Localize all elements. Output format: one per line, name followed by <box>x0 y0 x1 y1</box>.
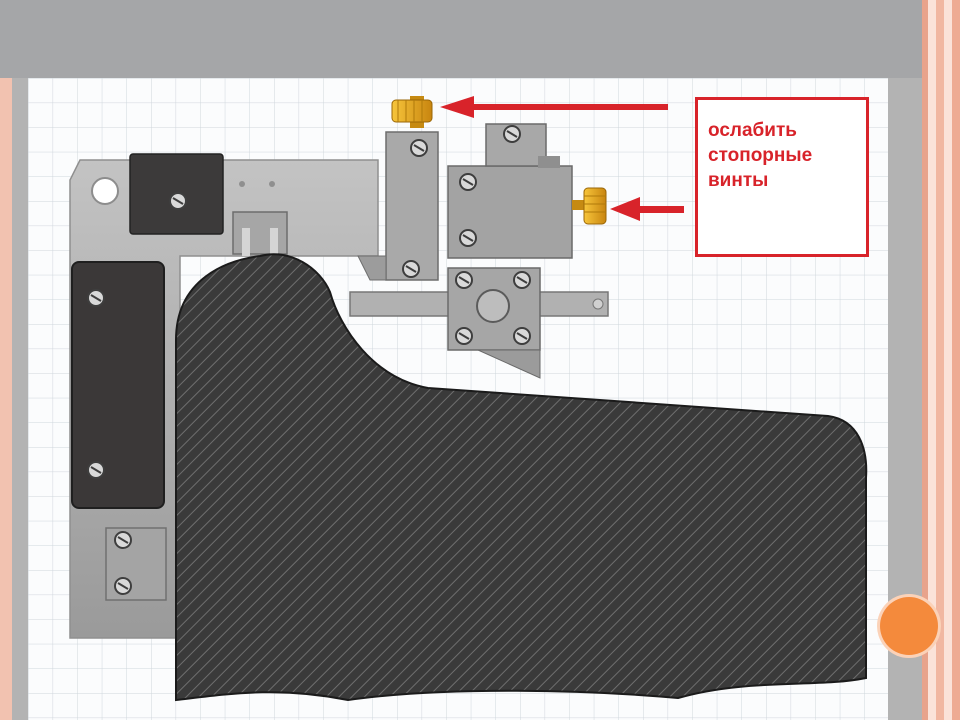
screw-icon <box>503 125 521 143</box>
screw-icon <box>513 271 531 289</box>
arrow-icon <box>440 96 668 118</box>
callout-text: ослабить стопорные винты <box>708 120 813 191</box>
screw-icon <box>455 327 473 345</box>
screw-icon <box>114 531 132 549</box>
screw-icon <box>87 289 105 307</box>
screw-icon <box>114 577 132 595</box>
screw-icon <box>410 139 428 157</box>
screw-icon <box>87 461 105 479</box>
slide-decor-circle <box>880 597 938 655</box>
screw-icon <box>513 327 531 345</box>
slide-header-band <box>0 0 922 78</box>
right-decor-rail <box>922 0 960 720</box>
guide-bar <box>71 261 165 509</box>
screw-icon <box>459 229 477 247</box>
callout-box: ослабить стопорные винты <box>695 97 869 257</box>
knurled-knob-icon <box>572 187 607 225</box>
workpiece <box>175 253 868 702</box>
screw-icon <box>402 260 420 278</box>
knurled-knob-icon <box>391 96 433 128</box>
center-knob <box>476 289 510 323</box>
screw-icon <box>169 192 187 210</box>
plate-hole <box>91 177 119 205</box>
bracket <box>232 211 288 255</box>
screw-icon <box>455 271 473 289</box>
column <box>385 131 439 281</box>
arrow-icon <box>610 197 684 221</box>
screw-icon <box>459 173 477 191</box>
